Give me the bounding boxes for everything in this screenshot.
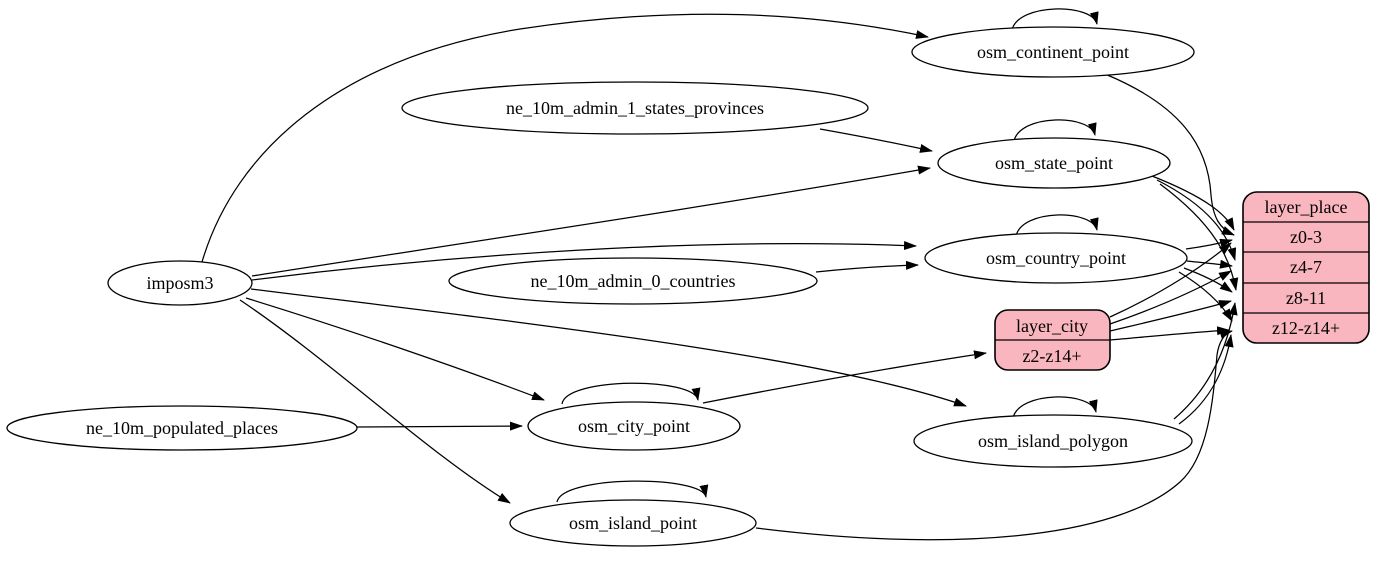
edge-layer-city-z12-z14 (1109, 326, 1230, 341)
node-ne-10m-admin-1-states-provinces: ne_10m_admin_1_states_provinces (401, 81, 869, 135)
ne-admin0-shape (448, 257, 818, 305)
layer-city-title: layer_city (1016, 316, 1088, 336)
edge-imposm3-continent (201, 13, 929, 263)
island-polygon-label: osm_island_polygon (978, 431, 1128, 451)
node-osm-island-polygon: osm_island_polygon (913, 414, 1193, 468)
layer-place-row-z4-7: z4-7 (1290, 257, 1322, 277)
node-layer-place: layer_place z0-3 z4-7 z8-11 z12-z14+ (1242, 191, 1370, 344)
edge-country-z12-z14 (1178, 271, 1233, 322)
node-ne-10m-admin-0-countries: ne_10m_admin_0_countries (448, 257, 818, 305)
edge-island-polygon-z12-z14 (1178, 334, 1234, 425)
edge-layer-city-z0-3 (1109, 242, 1232, 318)
edge-ne-admin1-state (819, 128, 933, 153)
island-point-shape (509, 499, 757, 547)
selfloop-island-polygon (1012, 396, 1098, 419)
state-shape (937, 137, 1171, 189)
imposm3-label: imposm3 (146, 273, 213, 293)
selfloop-country (1015, 214, 1099, 237)
continent-label: osm_continent_point (977, 42, 1129, 62)
edge-imposm3-state (251, 165, 931, 277)
edge-layer-city-z4-7 (1109, 270, 1232, 325)
edge-country-z4-7 (1186, 259, 1233, 269)
edge-state-z4-7 (1156, 179, 1237, 261)
layer-city-row-z2-z14: z2-z14+ (1022, 346, 1081, 366)
ne-admin1-shape (401, 81, 869, 135)
layer-place-row-z8-11: z8-11 (1286, 288, 1326, 308)
edge-country-z0-3 (1185, 238, 1233, 250)
imposm3-shape (107, 260, 253, 306)
city-shape (527, 401, 741, 451)
selfloop-state (1013, 119, 1097, 142)
edge-state-z0-3 (1151, 175, 1235, 231)
country-label: osm_country_point (986, 248, 1126, 268)
edge-imposm3-island-polygon (250, 288, 967, 407)
selfloop-continent (1011, 8, 1099, 31)
ne-pop-label: ne_10m_populated_places (86, 418, 278, 438)
edge-layer-city-z8-11 (1109, 300, 1232, 332)
edge-continent-z0-3 (1104, 73, 1235, 236)
edge-ne-admin0-country (815, 260, 919, 273)
ne-admin1-label: ne_10m_admin_1_states_provinces (506, 98, 764, 118)
selfloop-island-point (556, 480, 709, 503)
node-osm-country-point: osm_country_point (924, 232, 1188, 284)
edges (201, 8, 1239, 541)
layer-place-shape (1242, 191, 1370, 344)
layer-place-row-z0-3: z0-3 (1290, 227, 1322, 247)
ne-pop-shape (6, 405, 358, 451)
city-label: osm_city_point (578, 416, 690, 436)
edge-imposm3-island-point (239, 299, 511, 504)
layer-place-title: layer_place (1265, 197, 1348, 217)
node-osm-continent-point: osm_continent_point (911, 26, 1195, 78)
node-osm-island-point: osm_island_point (509, 499, 757, 547)
edge-island-point-z12-z14 (755, 329, 1233, 541)
node-layer-city: layer_city z2-z14+ (994, 309, 1111, 371)
edge-ne-pop-city (356, 421, 523, 431)
node-osm-city-point: osm_city_point (527, 401, 741, 451)
edge-city-layer-city (702, 350, 987, 404)
state-label: osm_state_point (995, 153, 1113, 173)
edge-island-polygon-z8-11 (1173, 302, 1238, 420)
island-polygon-shape (913, 414, 1193, 468)
node-osm-state-point: osm_state_point (937, 137, 1171, 189)
ne-admin0-label: ne_10m_admin_0_countries (531, 271, 736, 291)
country-shape (924, 232, 1188, 284)
continent-shape (911, 26, 1195, 78)
edge-imposm3-country (251, 241, 917, 281)
layer-place-row-z12-z14: z12-z14+ (1272, 318, 1340, 338)
edge-imposm3-city (245, 297, 545, 401)
edge-state-z8-11 (1159, 183, 1239, 291)
island-point-label: osm_island_point (569, 513, 697, 533)
selfloop-city (561, 382, 701, 405)
node-ne-10m-populated-places: ne_10m_populated_places (6, 405, 358, 451)
node-imposm3: imposm3 (107, 260, 253, 306)
